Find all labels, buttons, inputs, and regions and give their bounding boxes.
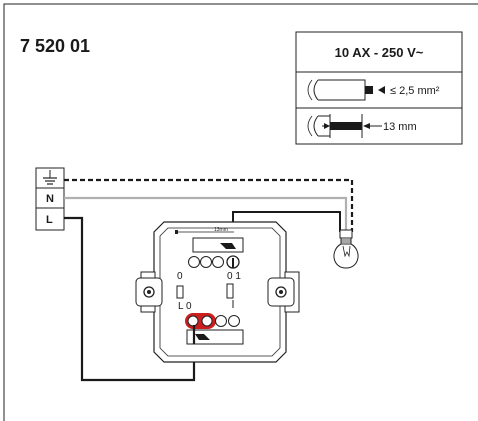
earth-wire	[64, 178, 354, 232]
screw-icon	[143, 286, 155, 298]
screw-icon	[275, 286, 287, 298]
rating-label: 10 AX - 250 V~	[335, 45, 424, 60]
terminal-line-label: L	[46, 214, 53, 226]
neutral-wire	[64, 196, 348, 232]
switch-mechanism: 13mm 0 0 1 L 0	[135, 221, 300, 363]
spec-box: 10 AX - 250 V~ ≤ 2,5 mm² 13 mm	[295, 31, 463, 145]
bottom-release-lever	[195, 334, 210, 340]
top-terminal-row	[188, 255, 240, 269]
contact-label-left-top: 0	[177, 271, 183, 282]
supply-terminal-block: N L	[35, 167, 65, 231]
right-fixing-lug	[267, 271, 300, 313]
strip-length-label: 13 mm	[383, 121, 417, 133]
strip-gauge: 13mm	[175, 227, 234, 234]
earth-symbol-icon	[43, 170, 57, 185]
left-fixing-lug	[135, 271, 163, 313]
top-release-lever	[220, 243, 236, 249]
reference-title: 7 520 01	[20, 36, 90, 56]
terminal-neutral-label: N	[46, 193, 54, 205]
wire-section-label: ≤ 2,5 mm²	[390, 85, 440, 97]
bottom-terminal-row	[185, 313, 240, 329]
contact-label-left-bottom: L 0	[178, 301, 192, 312]
bottom-release-slot	[186, 329, 244, 345]
frame-border	[3, 3, 478, 421]
contact-label-right-top: 0 1	[227, 271, 241, 282]
wire-section-icon	[307, 79, 385, 101]
lamp-icon	[333, 229, 359, 269]
strip-gauge-label: 13mm	[214, 227, 228, 233]
top-release-slot	[192, 237, 244, 253]
strip-length-icon	[307, 114, 382, 138]
